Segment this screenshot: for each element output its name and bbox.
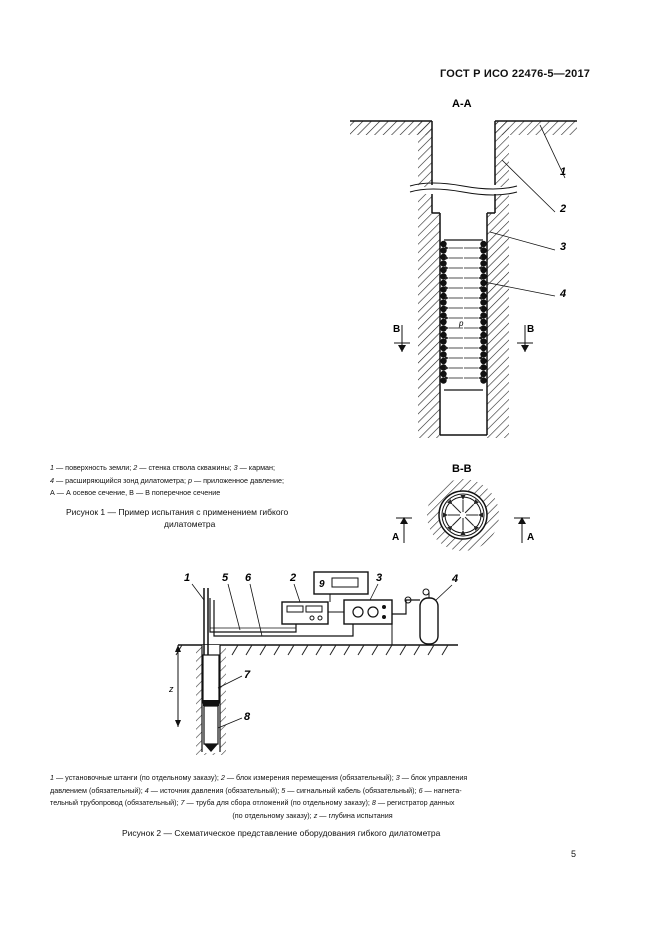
ground-tick [259, 644, 267, 656]
callout-fig2-3: 3 [376, 572, 382, 584]
probe-bead [480, 253, 487, 261]
marker-a-left: А [392, 532, 399, 543]
figure2-caption: Рисунок 2 — Схематическое представление … [122, 828, 441, 838]
probe-bead [480, 325, 487, 332]
probe-bead [480, 357, 487, 365]
marker-b-right: В [527, 324, 534, 335]
probe-bead [480, 292, 487, 300]
probe-bead [440, 240, 447, 248]
ground-tick [329, 644, 337, 656]
probe-bead [440, 318, 447, 326]
ground-tick [343, 644, 351, 656]
probe-bead [480, 338, 487, 345]
ground-tick [399, 644, 407, 656]
probe-bead [440, 279, 447, 287]
figure1-section-bb: В-В А А [392, 463, 534, 551]
probe-bead [440, 377, 447, 384]
probe-bead [440, 266, 447, 274]
callout-2: 2 [559, 203, 566, 215]
callout-fig2-7: 7 [244, 669, 251, 681]
probe-bead [480, 344, 487, 352]
probe-bead [480, 331, 487, 339]
radial-arrow [447, 516, 462, 531]
ground-tick [315, 644, 323, 656]
figure1-caption: Рисунок 1 — Пример испытания с применени… [66, 507, 289, 529]
probe-bead [440, 357, 447, 365]
probe-bead [440, 364, 447, 371]
callout-1: 1 [560, 166, 566, 178]
probe-bead [480, 370, 487, 378]
probe-bead [440, 344, 447, 352]
probe-bead [480, 377, 487, 384]
probe-bead [440, 286, 447, 293]
ground-tick [385, 644, 393, 656]
probe-bead [440, 260, 447, 267]
probe-bead [480, 312, 487, 319]
probe-bead [480, 351, 487, 358]
figure2-legend: 1 — установочные штанги (по отдельному з… [50, 773, 468, 820]
callout-fig2-1: 1 [184, 572, 190, 584]
probe-bead [440, 351, 447, 358]
probe-bead [480, 266, 487, 274]
section-bb-label: В-В [452, 463, 472, 475]
marker-a-right: А [527, 532, 534, 543]
radial-arrow [447, 499, 462, 514]
probe-bead [480, 286, 487, 293]
ground-tick [413, 644, 421, 656]
probe-bead [440, 312, 447, 319]
callout-3: 3 [560, 241, 566, 253]
probe-bead [440, 370, 447, 378]
figure1-legend: 1 — поверхность земли; 2 — стенка ствола… [50, 463, 285, 497]
callout-4: 4 [559, 288, 566, 300]
figure2-diagram: z 9 1 5 6 2 [168, 571, 458, 755]
probe-bead [480, 260, 487, 267]
standard-header: ГОСТ Р ИСО 22476-5—2017 [440, 68, 591, 80]
probe-bead [480, 279, 487, 287]
depth-label-z: z [168, 684, 174, 694]
ground-tick [427, 644, 435, 656]
callout-fig2-5: 5 [222, 572, 229, 584]
probe-bead [480, 318, 487, 326]
probe-bead [440, 292, 447, 300]
radial-arrow [464, 516, 479, 531]
probe-bead [440, 273, 447, 280]
figure1-section-aa: А-А p 1 2 [350, 98, 577, 438]
callout-fig2-4: 4 [451, 573, 458, 585]
callout-fig2-8: 8 [244, 711, 251, 723]
probe-bead [480, 247, 487, 254]
probe-bead [440, 247, 447, 254]
probe-bead [440, 325, 447, 332]
ground-tick [357, 644, 365, 656]
callout-fig2-6: 6 [245, 572, 252, 584]
ground-tick [441, 644, 449, 656]
section-aa-label: А-А [452, 98, 472, 110]
probe-bead [440, 338, 447, 345]
callout-9: 9 [319, 579, 325, 590]
ground-tick [231, 644, 239, 656]
radial-arrow [464, 499, 479, 514]
ground-tick [245, 644, 253, 656]
probe-bead [440, 253, 447, 261]
probe-bead [480, 299, 487, 306]
probe-bead [480, 240, 487, 248]
probe-bead [480, 364, 487, 371]
pressure-label: p [458, 319, 464, 328]
callout-fig2-2: 2 [289, 572, 296, 584]
marker-b-left: В [393, 324, 400, 335]
probe-bead [480, 273, 487, 280]
ground-tick [301, 644, 309, 656]
probe-bead [440, 331, 447, 339]
ground-tick [371, 644, 379, 656]
page-number: 5 [571, 849, 577, 859]
probe-bead [440, 305, 447, 313]
ground-tick [287, 644, 295, 656]
probe-bead [440, 299, 447, 306]
probe-bead [480, 305, 487, 313]
ground-tick [273, 644, 281, 656]
